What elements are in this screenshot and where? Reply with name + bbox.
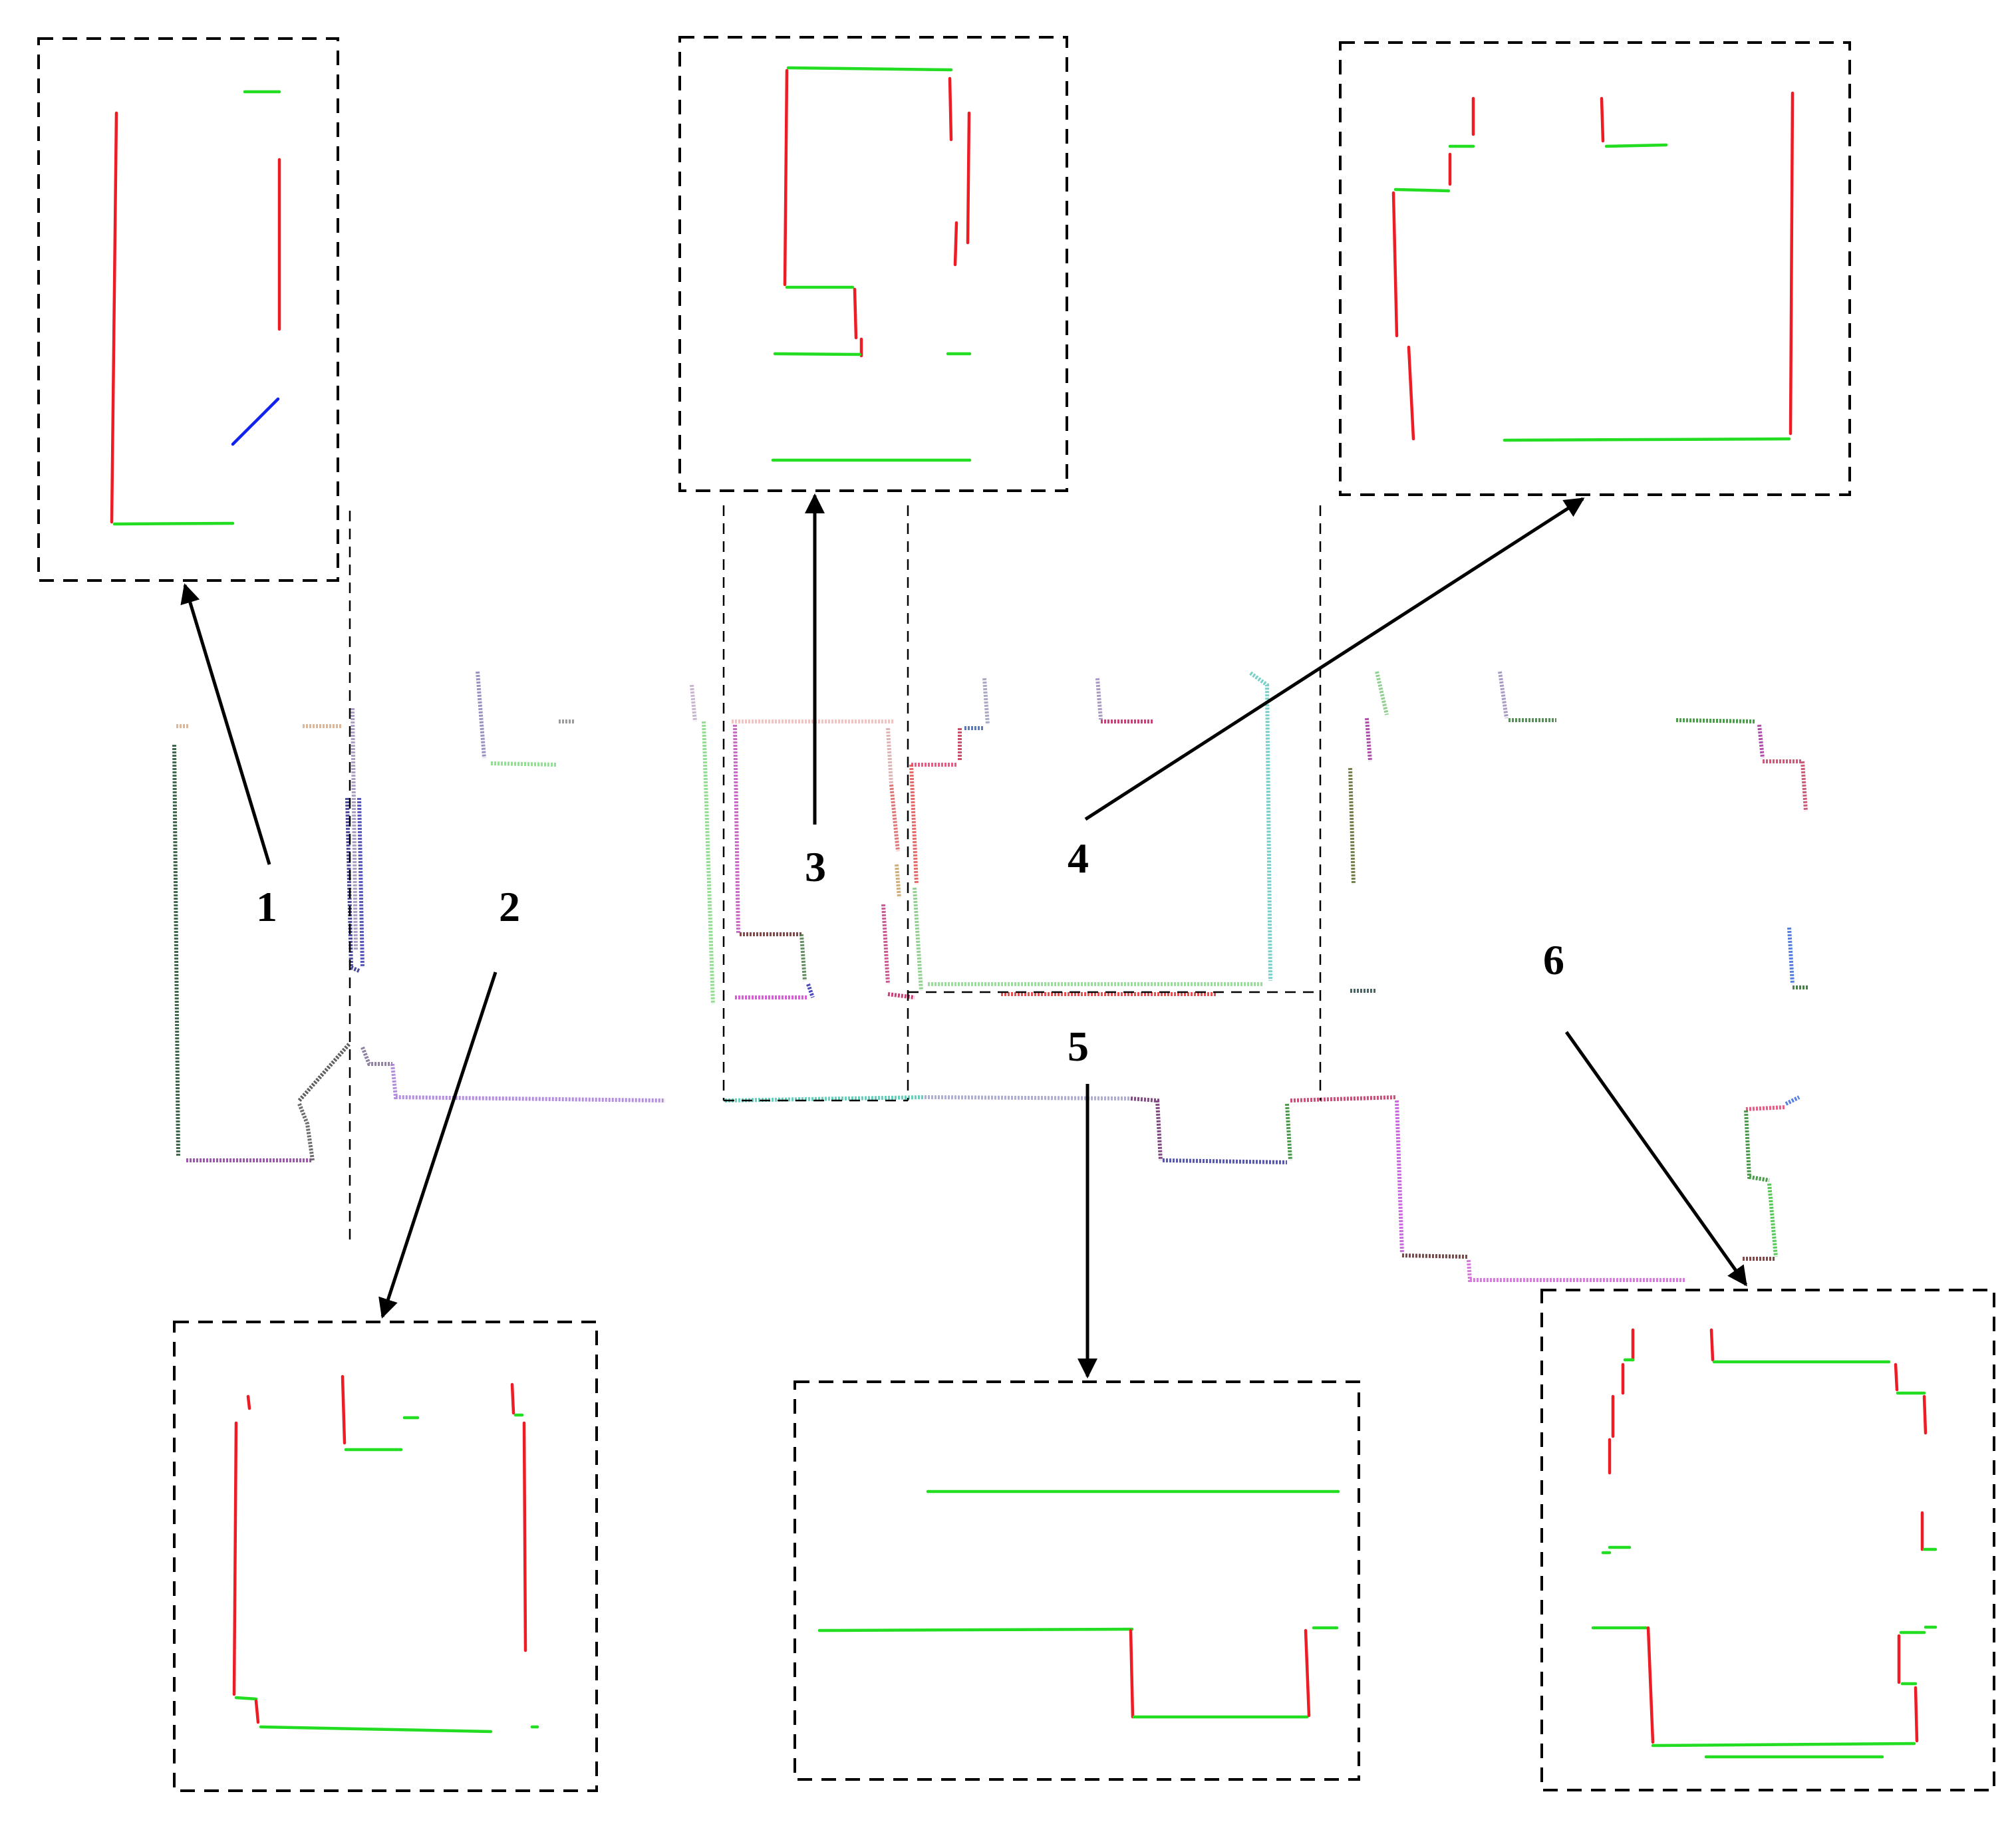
guide-lines	[349, 505, 1322, 1247]
region-label-4: 4	[1068, 835, 1089, 882]
region-label-2: 2	[499, 883, 520, 930]
region-label-6: 6	[1543, 936, 1564, 983]
region-label-1: 1	[256, 883, 277, 930]
inset-region-1	[37, 37, 339, 582]
inset-region-5	[793, 1380, 1360, 1781]
inset-region-2	[173, 1321, 598, 1792]
arrow-4	[1084, 497, 1585, 821]
region-label-5: 5	[1068, 1023, 1089, 1070]
callout-arrows	[180, 493, 1748, 1378]
arrow-6	[1564, 1031, 1748, 1287]
region-labels: 1 2 3 4 5 6	[256, 835, 1564, 1070]
inset-region-3	[678, 36, 1068, 492]
inset-region-4	[1339, 41, 1851, 496]
arrow-2	[378, 972, 498, 1319]
point-cloud-floorplan	[172, 671, 1809, 1282]
arrow-1	[180, 583, 271, 865]
inset-region-6	[1540, 1289, 1995, 1791]
region-label-3: 3	[805, 843, 826, 890]
